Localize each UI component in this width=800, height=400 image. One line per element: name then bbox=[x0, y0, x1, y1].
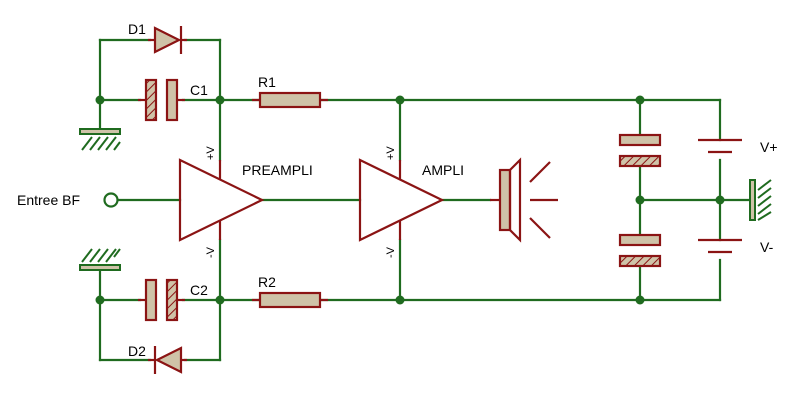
r2-label: R2 bbox=[258, 274, 276, 290]
c2-label: C2 bbox=[190, 282, 208, 298]
battery-vminus[interactable] bbox=[698, 238, 742, 254]
preamp-vplus-label: +V bbox=[205, 146, 217, 160]
resistor-r2[interactable] bbox=[252, 291, 328, 309]
ground-symbol-right bbox=[749, 179, 772, 221]
d2-label: D2 bbox=[128, 343, 146, 359]
junction-nodes bbox=[95, 95, 725, 305]
battery-vplus[interactable] bbox=[698, 138, 742, 154]
amp-vplus-label: +V bbox=[385, 146, 397, 160]
amp-label: AMPLI bbox=[422, 162, 464, 178]
ground-symbol-bottom bbox=[79, 248, 121, 271]
supply-capacitor-upper[interactable] bbox=[618, 133, 662, 168]
d1-label: D1 bbox=[128, 21, 146, 37]
diode-d1[interactable] bbox=[148, 26, 187, 54]
c1-label: C1 bbox=[190, 82, 208, 98]
input-terminal[interactable] bbox=[103, 192, 119, 208]
amp-opamp[interactable] bbox=[358, 158, 445, 242]
amp-vminus-label: -V bbox=[385, 246, 397, 258]
preamp-label: PREAMPLI bbox=[242, 162, 313, 178]
wires bbox=[98, 38, 752, 362]
capacitor-c1[interactable] bbox=[138, 78, 185, 122]
preamp-vminus-label: -V bbox=[205, 246, 217, 258]
resistor-r1[interactable] bbox=[252, 91, 328, 109]
input-label: Entree BF bbox=[17, 192, 80, 208]
speaker-icon[interactable] bbox=[490, 157, 558, 243]
diode-d2[interactable] bbox=[148, 346, 187, 374]
capacitor-c2[interactable] bbox=[138, 278, 185, 322]
supply-capacitor-lower[interactable] bbox=[618, 233, 662, 268]
vminus-label: V- bbox=[760, 239, 774, 255]
r1-label: R1 bbox=[258, 74, 276, 90]
ground-symbol-top bbox=[79, 128, 121, 151]
preamp-opamp[interactable] bbox=[178, 158, 265, 242]
vplus-label: V+ bbox=[760, 139, 778, 155]
